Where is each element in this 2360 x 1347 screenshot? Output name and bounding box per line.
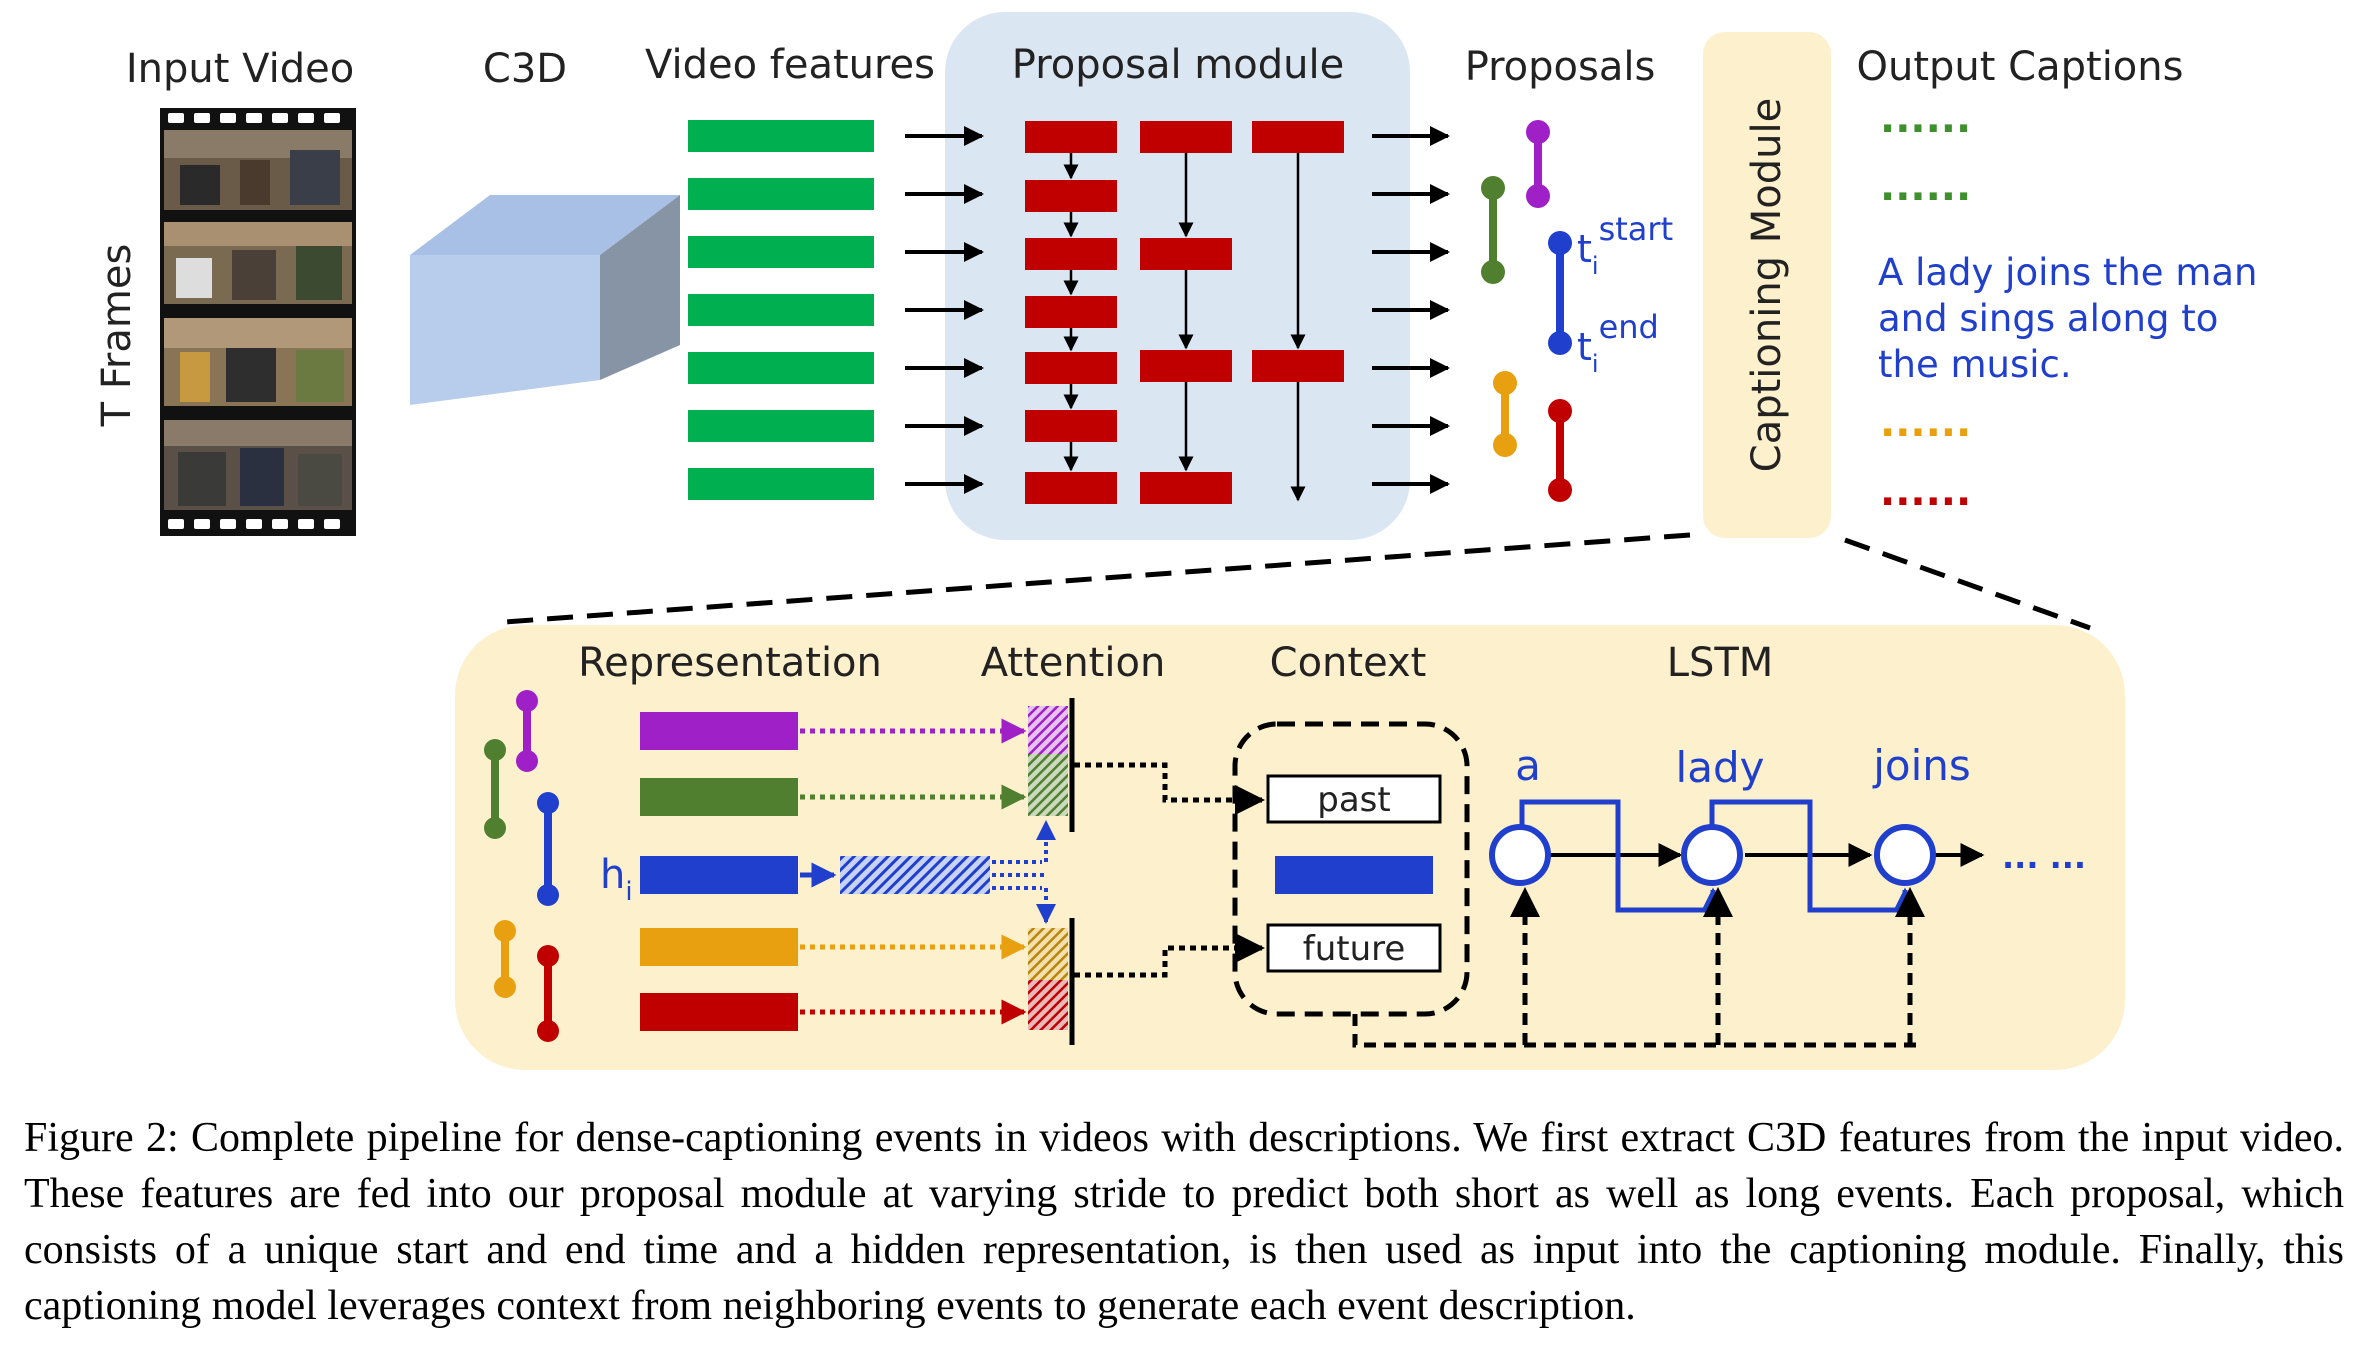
output-caption-line-c: the music.: [1878, 343, 2072, 386]
sprocket-holes: [168, 113, 340, 529]
video-frame-4: [164, 420, 352, 510]
t-end-label: tiend: [1577, 308, 1659, 378]
proposal-module-box: [945, 12, 1410, 540]
output-caption-dots-1: ......: [1880, 96, 1971, 142]
representation-bar-blue: [640, 856, 798, 894]
proposal-intervals: [1481, 120, 1572, 502]
output-captions-label: Output Captions: [1857, 44, 2184, 90]
proposal-red-blocks: [1025, 121, 1344, 504]
lstm-word-2: lady: [1676, 743, 1765, 792]
attention-label: Attention: [981, 640, 1166, 686]
t-start-label: tistart: [1577, 210, 1673, 280]
video-frame-3: [164, 318, 352, 406]
video-feature-bars: [688, 120, 874, 500]
video-features-label: Video features: [645, 42, 935, 88]
purple-event: [1526, 120, 1550, 208]
figure-caption: Figure 2: Complete pipeline for dense-ca…: [24, 1115, 2344, 1329]
feature-bar: [688, 120, 874, 152]
attention-to-future-arrow: [1074, 933, 1265, 978]
feature-bar: [688, 294, 874, 326]
lstm-label: LSTM: [1667, 640, 1774, 686]
proposal-output-arrows: [1372, 126, 1450, 494]
feature-to-proposal-arrows: [905, 126, 984, 494]
representation-bar-olive: [640, 778, 798, 816]
lstm-word-3: joins: [1872, 741, 1971, 790]
representation-bar-purple: [640, 712, 798, 750]
purple-event-small: [516, 690, 538, 772]
c3d-label: C3D: [483, 46, 567, 92]
lstm-cell-3: [1874, 824, 1936, 886]
lstm-cell-1: [1489, 824, 1551, 886]
feature-bar: [688, 468, 874, 500]
t-frames-label: T Frames: [94, 244, 140, 428]
current-hidden-bar: [1275, 856, 1433, 894]
proposal-module-label: Proposal module: [1012, 42, 1344, 88]
captioning-module-box: [1703, 32, 1831, 538]
captioning-module-label: Captioning Module: [1744, 98, 1790, 472]
output-caption-line-b: and sings along to: [1878, 297, 2218, 340]
proposals-label: Proposals: [1465, 44, 1656, 90]
attention-future-red: [1028, 980, 1068, 1030]
lstm-continuation: ... ...: [2002, 838, 2086, 876]
representation-bar-red: [640, 993, 798, 1031]
proposal-stride-arrows: [1063, 153, 1306, 502]
output-caption-dots-2: ......: [1880, 164, 1971, 210]
attention-past-olive: [1028, 754, 1068, 816]
future-label: future: [1303, 929, 1406, 969]
h-i-label: hi: [600, 852, 633, 907]
feature-bar: [688, 178, 874, 210]
input-video-label: Input Video: [126, 46, 354, 92]
context-label: Context: [1270, 640, 1427, 686]
hidden-representation-hatched: [840, 856, 990, 894]
output-caption-dots-4: ......: [1880, 400, 1971, 446]
film-strip: [160, 108, 356, 536]
hidden-to-attention-dotted: [992, 860, 1046, 890]
attention-future-orange: [1028, 928, 1068, 980]
feature-bar: [688, 410, 874, 442]
zoom-lines: [504, 532, 2091, 631]
captioning-detail-panel: [455, 625, 2125, 1070]
red-event: [1548, 399, 1572, 502]
output-caption-dots-5: ......: [1880, 469, 1971, 515]
representation-bar-orange: [640, 928, 798, 966]
feature-bar: [688, 352, 874, 384]
olive-event: [1481, 176, 1505, 284]
red-event-small: [537, 945, 559, 1042]
feature-bar: [688, 236, 874, 268]
c3d-block: [410, 195, 680, 405]
past-box: [1266, 774, 1442, 824]
future-box: [1266, 923, 1442, 973]
detail-event-intervals: [484, 690, 559, 1042]
video-frame-2: [164, 222, 352, 304]
context-to-lstm-feed: [1352, 887, 1925, 1048]
olive-event-small: [484, 739, 506, 839]
attention-past-purple: [1028, 706, 1068, 754]
orange-event: [1493, 371, 1517, 457]
blue-event: [1548, 231, 1572, 355]
blue-event-small: [537, 792, 559, 906]
lstm-cell-2: [1681, 824, 1743, 886]
pipeline-figure: Input Video C3D Video features Proposals…: [94, 12, 2258, 1070]
lstm-word-1: a: [1515, 741, 1541, 790]
output-caption-line-a: A lady joins the man: [1878, 251, 2258, 294]
context-box: [1232, 721, 1470, 1017]
video-frame-1: [164, 130, 352, 210]
representation-label: Representation: [578, 640, 882, 686]
past-label: past: [1317, 780, 1390, 820]
attention-to-past-arrow: [1074, 762, 1265, 815]
orange-event-small: [494, 920, 516, 998]
